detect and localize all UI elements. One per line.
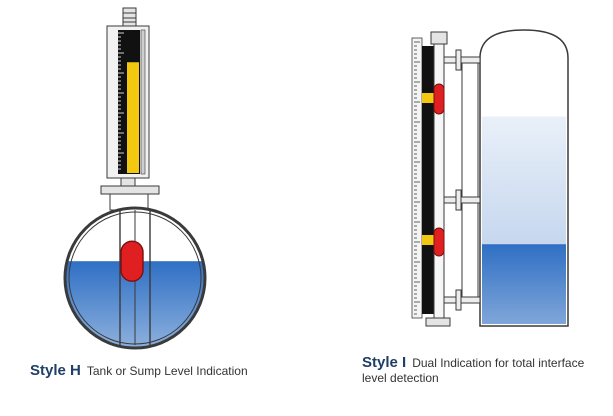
style-h-figure [63, 7, 207, 350]
style-h-description: Tank or Sump Level Indication [86, 364, 248, 378]
style-i-upper-liquid [482, 116, 566, 245]
style-i-float-top [433, 83, 445, 115]
style-i-chamber-bottom-flange [425, 317, 451, 327]
style-i-heading: Style I [362, 354, 407, 371]
style-h-float [120, 240, 144, 282]
style-i-tank [479, 29, 569, 327]
style-h-indicator-fill [127, 62, 139, 173]
style-h-scale [118, 30, 126, 174]
style-h-flange [100, 185, 160, 195]
style-i-indicator-column [422, 46, 434, 314]
style-h-caption: Style H Tank or Sump Level Indication [30, 363, 248, 379]
style-i-description: Dual Indication for total interface leve… [362, 356, 585, 385]
style-i-chamber-top-cap [430, 31, 448, 45]
style-i-piping [443, 49, 481, 311]
style-i-indicator-marker-bottom [422, 235, 434, 245]
style-i-float-bottom [433, 227, 445, 257]
style-i-lower-liquid [482, 244, 566, 324]
style-i-scale-ticks [414, 41, 420, 315]
style-i-indicator-marker-top [422, 93, 434, 103]
style-h-heading: Style H [30, 362, 81, 379]
style-h-scale-ticks [118, 32, 124, 170]
style-h-top-cap [122, 7, 137, 27]
style-i-figure [411, 29, 569, 327]
